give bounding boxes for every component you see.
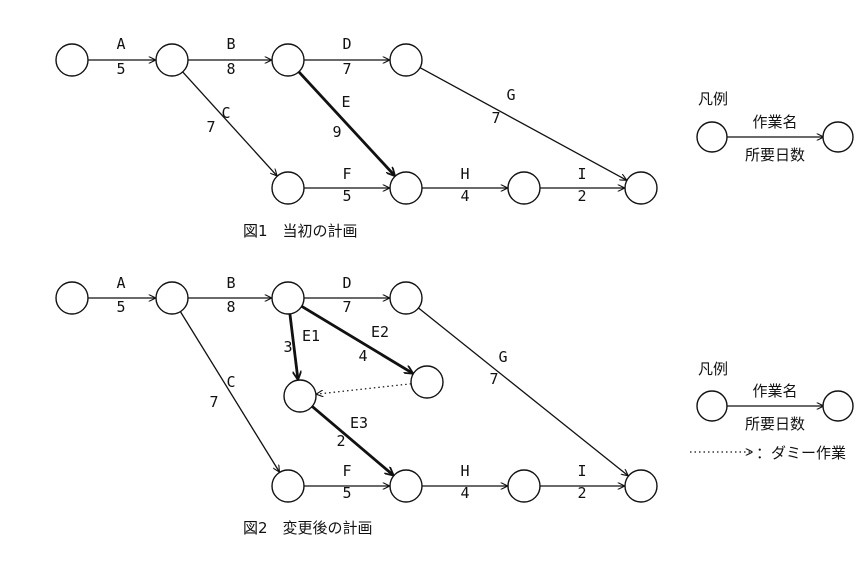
fig2-edges (88, 298, 628, 486)
fig1-duration-e: 9 (332, 123, 341, 141)
legend-1-activity-name: 作業名 (752, 113, 797, 131)
fig1-node (155, 43, 189, 77)
fig1-activity-name-f: F (342, 165, 351, 183)
fig1-edge-e (297, 70, 395, 176)
fig2-activity-name-e2: E2 (371, 323, 389, 341)
fig2-edge-g (418, 307, 628, 475)
fig2-node (271, 281, 305, 315)
legend-1-start-node (696, 121, 728, 153)
fig1-duration-a: 5 (116, 60, 125, 78)
fig1-activity-name-g: G (506, 86, 515, 104)
fig1-nodes (55, 43, 658, 205)
fig2-duration-c: 7 (209, 393, 218, 411)
legend-2-duration: 所要日数 (745, 415, 805, 433)
fig2-activity-name-c: C (226, 373, 235, 391)
fig2-activity-name-a: A (116, 274, 125, 292)
fig1-activity-name-b: B (226, 35, 235, 53)
fig2-duration-g: 7 (489, 370, 498, 388)
fig1-node (624, 171, 658, 205)
fig1-node (389, 43, 423, 77)
legend-1-duration: 所要日数 (745, 146, 805, 164)
fig2-duration-d: 7 (342, 298, 351, 316)
fig1-node (507, 171, 541, 205)
fig2-edge-dummy (317, 383, 412, 394)
fig1-node (271, 43, 305, 77)
fig2-activity-name-b: B (226, 274, 235, 292)
fig2-edge-e2 (300, 305, 413, 373)
fig2-nodes (55, 281, 658, 503)
fig1-edge-g (419, 67, 626, 180)
fig2-duration-f: 5 (342, 484, 351, 502)
fig2-activity-name-i: I (577, 462, 586, 480)
fig1-edges (88, 60, 626, 188)
fig1-duration-i: 2 (577, 187, 586, 205)
fig2-activity-name-f: F (342, 462, 351, 480)
legend-1-title: 凡例 (698, 90, 728, 108)
fig2-activity-name-e1: E1 (302, 327, 320, 345)
fig2-duration-i: 2 (577, 484, 586, 502)
fig1-edge-c (182, 71, 277, 175)
fig2-node (55, 281, 89, 315)
fig2-node (624, 469, 658, 503)
fig2-node (271, 469, 305, 503)
legend-2-end-node (822, 390, 854, 422)
fig1-activity-name-h: H (460, 165, 469, 183)
fig2-duration-h: 4 (460, 484, 469, 502)
fig2-node (507, 469, 541, 503)
fig1-duration-b: 8 (226, 60, 235, 78)
fig2-duration-e3: 2 (336, 432, 345, 450)
fig1-duration-g: 7 (491, 109, 500, 127)
fig1-caption: 図1 当初の計画 (243, 222, 358, 240)
fig1-activity-name-d: D (342, 35, 351, 53)
legend-2-dummy-label: ：ダミー作業 (756, 444, 846, 462)
fig2-duration-b: 8 (226, 298, 235, 316)
fig2-edge-e1 (288, 313, 298, 379)
fig2-caption: 図2 変更後の計画 (243, 519, 373, 537)
fig2-activity-name-d: D (342, 274, 351, 292)
fig2-activity-name-e3: E3 (350, 414, 368, 432)
fig2-node (389, 469, 423, 503)
legend-1-end-node (822, 121, 854, 153)
fig2-activity-name-h: H (460, 462, 469, 480)
legend-2-title: 凡例 (698, 360, 728, 378)
fig2-node (410, 365, 444, 399)
fig1-node (55, 43, 89, 77)
fig2-duration-a: 5 (116, 298, 125, 316)
fig2-node (389, 281, 423, 315)
fig1-node (271, 171, 305, 205)
fig2-duration-e2: 4 (358, 347, 367, 365)
fig1-duration-c: 7 (206, 118, 215, 136)
fig1-activity-name-i: I (577, 165, 586, 183)
fig2-activity-name-g: G (498, 348, 507, 366)
legend-2: 凡例 作業名 所要日数 ：ダミー作業 (690, 360, 854, 462)
fig2-edge-c (179, 311, 279, 472)
fig1-activity-name-e: E (341, 93, 350, 111)
fig2-node (155, 281, 189, 315)
fig1-activity-name-a: A (116, 35, 125, 53)
fig1-node (389, 171, 423, 205)
legend-2-start-node (696, 390, 728, 422)
fig1-duration-h: 4 (460, 187, 469, 205)
fig2-duration-e1: 3 (283, 338, 292, 356)
fig1-activity-name-c: C (221, 104, 230, 122)
legend-2-activity-name: 作業名 (752, 382, 797, 400)
fig2-node (283, 379, 317, 413)
fig1-duration-f: 5 (342, 187, 351, 205)
legend-1: 凡例 作業名 所要日数 (696, 90, 854, 164)
fig2-edge-e3 (311, 405, 393, 475)
fig1-duration-d: 7 (342, 60, 351, 78)
